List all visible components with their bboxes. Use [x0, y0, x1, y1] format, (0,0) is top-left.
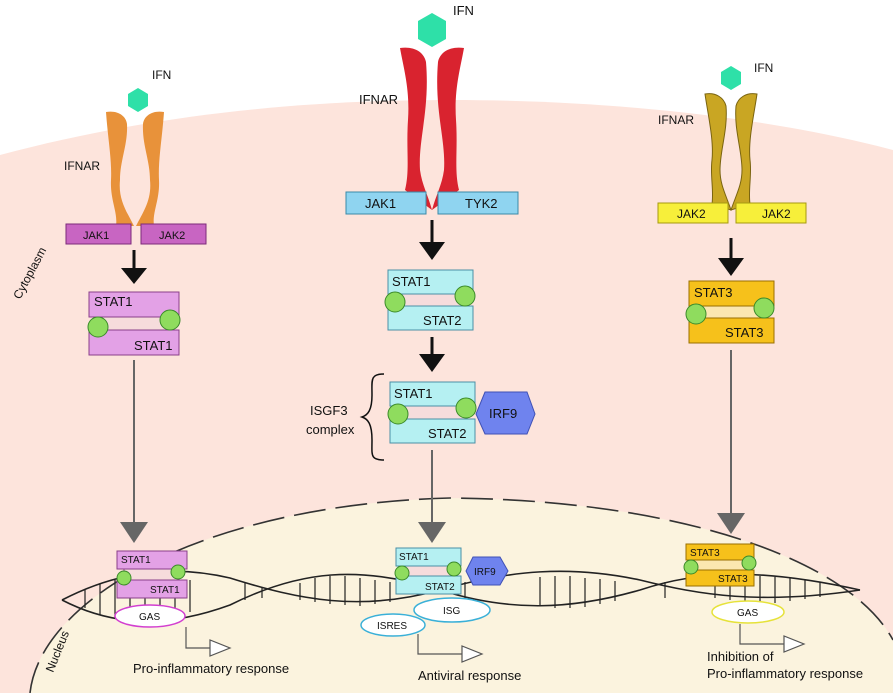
stat2-bottom-mid: [387, 305, 474, 331]
gas-element-right: [711, 600, 785, 624]
isgf3-stat2-bottom: [389, 418, 476, 444]
nuc-phospho-left-b: [170, 564, 186, 580]
ifnar-label-mid: IFNAR: [359, 92, 398, 107]
jak2-box-right-b: [735, 202, 807, 224]
ifn-hexagon-right: [721, 66, 741, 90]
gas-label-right: GAS: [737, 608, 758, 619]
stat-linker-mid: [394, 293, 466, 307]
jak1-label-mid: JAK1: [365, 196, 396, 211]
isgf3-stat2-label: STAT2: [428, 426, 467, 441]
ifn-hexagon-left: [128, 88, 148, 112]
ifn-label-right: IFN: [754, 61, 773, 75]
tyk2-box-mid: [437, 191, 519, 215]
ifn-label-left: IFN: [152, 68, 171, 82]
nuc-phospho-mid-a: [394, 565, 410, 581]
ifnar-right-right-chain: [730, 93, 758, 211]
arrow-left-2-head: [120, 522, 148, 543]
phospho-mid-a: [384, 291, 406, 313]
nuc-irf9-hexagon: [465, 556, 509, 586]
jak2-label-right-a: JAK2: [677, 207, 706, 221]
jak1-box-left: [65, 223, 132, 245]
tyk2-label-mid: TYK2: [465, 196, 498, 211]
stat1-top-label-mid: STAT1: [392, 274, 431, 289]
ifnar-right-left-chain: [704, 93, 732, 211]
response-arrow-right: [739, 624, 784, 645]
isgf3-phospho-b: [455, 397, 477, 419]
nuc-stat3-bottom-label-right: STAT3: [718, 574, 748, 585]
nuc-linker-mid: [401, 565, 455, 577]
middle-pathway: IFN IFNAR JAK1 TYK2 STAT1 STAT2 ISGF3 co…: [306, 3, 536, 683]
response-label-mid: Antiviral response: [418, 668, 521, 683]
nuc-phospho-mid-b: [446, 561, 462, 577]
ifnar-mid-right-chain: [432, 47, 464, 211]
right-pathway: IFN IFNAR JAK2 JAK2 STAT3 STAT3 STAT3 ST…: [657, 61, 863, 681]
response-label-right-1: Inhibition of: [707, 649, 774, 664]
complex-label: complex: [306, 422, 355, 437]
ifnar-left-chain: [106, 111, 134, 226]
arrow-right-2-head: [717, 513, 745, 534]
stat3-top-label-right: STAT3: [694, 285, 733, 300]
ifnar-mid-left-chain: [400, 47, 432, 211]
phospho-right-a: [685, 303, 707, 325]
response-label-right-2: Pro-inflammatory response: [707, 666, 863, 681]
ifnar-label-left: IFNAR: [64, 159, 100, 173]
nuc-stat1-label-mid: STAT1: [399, 552, 429, 563]
gas-element-left: [114, 604, 186, 628]
response-arrowhead-right: [783, 635, 806, 653]
phospho-mid-b: [454, 285, 476, 307]
irf9-hexagon: [475, 391, 536, 435]
response-arrowhead-left: [209, 639, 232, 657]
nuc-irf9-label: IRF9: [474, 567, 496, 578]
ifnar-label-right: IFNAR: [658, 113, 694, 127]
ifn-hexagon-mid: [418, 13, 446, 47]
response-arrowhead-mid: [461, 645, 484, 663]
nuc-stat2-label-mid: STAT2: [425, 582, 455, 593]
isgf3-brace: [359, 373, 385, 461]
phospho-right-b: [753, 297, 775, 319]
arrow-left-1-head: [121, 268, 147, 284]
jak2-box-left: [140, 223, 207, 245]
jak2-label-right-b: JAK2: [762, 207, 791, 221]
stat1-top-label-left: STAT1: [94, 294, 133, 309]
jak2-label-left: JAK2: [159, 230, 185, 242]
arrow-right-1-head: [718, 258, 744, 276]
nuc-stat3-top-label-right: STAT3: [690, 548, 720, 559]
nuc-linker-right: [691, 559, 748, 571]
isg-label: ISG: [443, 606, 460, 617]
gas-label-left: GAS: [139, 612, 160, 623]
stat2-bottom-label-mid: STAT2: [423, 313, 462, 328]
isres-label: ISRES: [377, 621, 407, 632]
arrow-mid-3-head: [418, 522, 446, 543]
phospho-left-b: [159, 309, 181, 331]
response-arrow-mid: [417, 634, 462, 655]
isgf3-stat1-label: STAT1: [394, 386, 433, 401]
nuc-stat1-bottom-label-left: STAT1: [150, 585, 180, 596]
ifnar-right-chain: [136, 111, 164, 226]
nuc-phospho-right-b: [741, 555, 757, 571]
isres-element: [360, 613, 426, 637]
stat3-bottom-right: [688, 317, 775, 344]
stat3-bottom-label-right: STAT3: [725, 325, 764, 340]
isgf3-phospho-a: [387, 403, 409, 425]
stat1-bottom-label-left: STAT1: [134, 338, 173, 353]
isgf3-label: ISGF3: [310, 403, 348, 418]
arrow-mid-2-head: [419, 354, 445, 372]
nuc-phospho-right-a: [683, 559, 699, 575]
left-pathway: IFN IFNAR JAK1 JAK2 STAT1 STAT1 STAT1 ST…: [64, 68, 289, 676]
jak1-box-mid: [345, 191, 427, 215]
response-label-left: Pro-inflammatory response: [133, 661, 289, 676]
nuc-stat1-top-label-left: STAT1: [121, 555, 151, 566]
response-arrow-left: [185, 627, 210, 649]
ifn-label-mid: IFN: [453, 3, 474, 18]
nuclear-envelope: [29, 497, 893, 693]
phospho-left-a: [87, 316, 109, 338]
jak2-box-right-a: [657, 202, 729, 224]
arrow-mid-1-head: [419, 242, 445, 260]
irf9-label: IRF9: [489, 406, 517, 421]
nuc-phospho-left-a: [116, 570, 132, 586]
isg-element: [413, 597, 491, 623]
jak1-label-left: JAK1: [83, 230, 109, 242]
